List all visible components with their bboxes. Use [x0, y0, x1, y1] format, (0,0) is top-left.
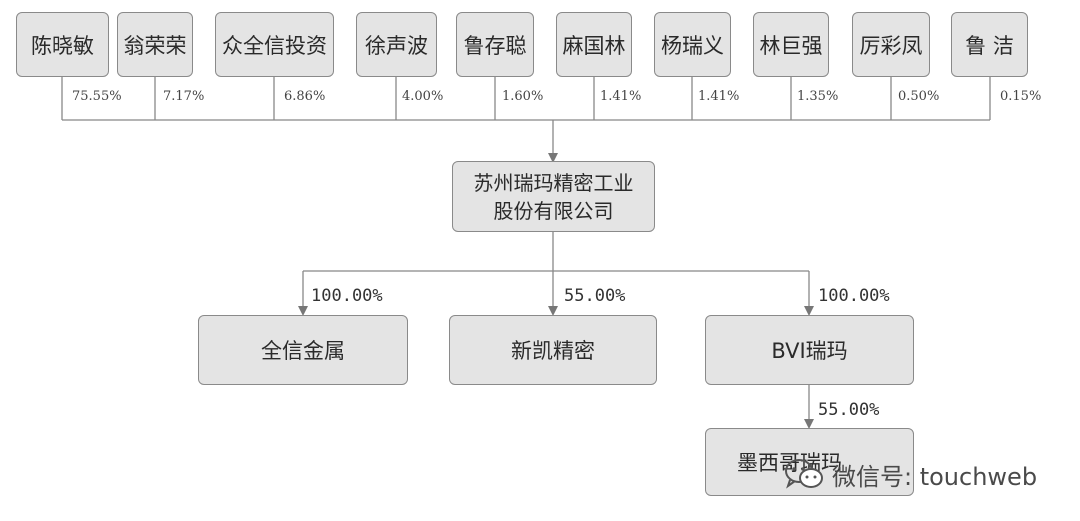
share-percent: 0.50% [898, 89, 940, 104]
share-percent: 0.15% [1000, 89, 1042, 104]
shareholder-box: 众全信投资 [215, 12, 334, 77]
subsidiary-box: 新凯精密 [449, 315, 657, 385]
subsidiary-percent: 55.00% [564, 286, 626, 306]
subsidiary-box: BVI瑞玛 [705, 315, 914, 385]
share-percent: 6.86% [284, 89, 326, 104]
shareholder-box: 鲁存聪 [456, 12, 534, 77]
shareholder-box: 林巨强 [753, 12, 829, 77]
shareholder-box: 陈晓敏 [16, 12, 109, 77]
company-box: 苏州瑞玛精密工业 股份有限公司 [452, 161, 655, 232]
shareholder-box: 翁荣荣 [117, 12, 193, 77]
share-percent: 1.41% [600, 89, 642, 104]
share-percent: 4.00% [402, 89, 444, 104]
share-percent: 7.17% [163, 89, 205, 104]
wechat-watermark: 微信号: touchweb [784, 455, 1074, 493]
watermark-text: 微信号: touchweb [832, 462, 1038, 491]
subsidiary-box: 全信金属 [198, 315, 408, 385]
shareholder-box: 鲁 洁 [951, 12, 1028, 77]
share-percent: 1.35% [797, 89, 839, 104]
grandchild-box: 墨西哥瑞玛 [705, 428, 914, 496]
shareholder-box: 麻国林 [556, 12, 632, 77]
shareholder-box: 厉彩凤 [852, 12, 930, 77]
company-name-line2: 股份有限公司 [493, 198, 614, 223]
grandchild-percent: 55.00% [818, 400, 880, 420]
share-percent: 1.60% [502, 89, 544, 104]
company-name-line1: 苏州瑞玛精密工业 [473, 170, 634, 195]
subsidiary-percent: 100.00% [311, 286, 383, 306]
shareholder-box: 杨瑞义 [654, 12, 731, 77]
wechat-icon [785, 459, 823, 489]
subsidiary-percent: 100.00% [818, 286, 890, 306]
share-percent: 75.55% [72, 89, 122, 104]
shareholder-box: 徐声波 [356, 12, 437, 77]
share-percent: 1.41% [698, 89, 740, 104]
